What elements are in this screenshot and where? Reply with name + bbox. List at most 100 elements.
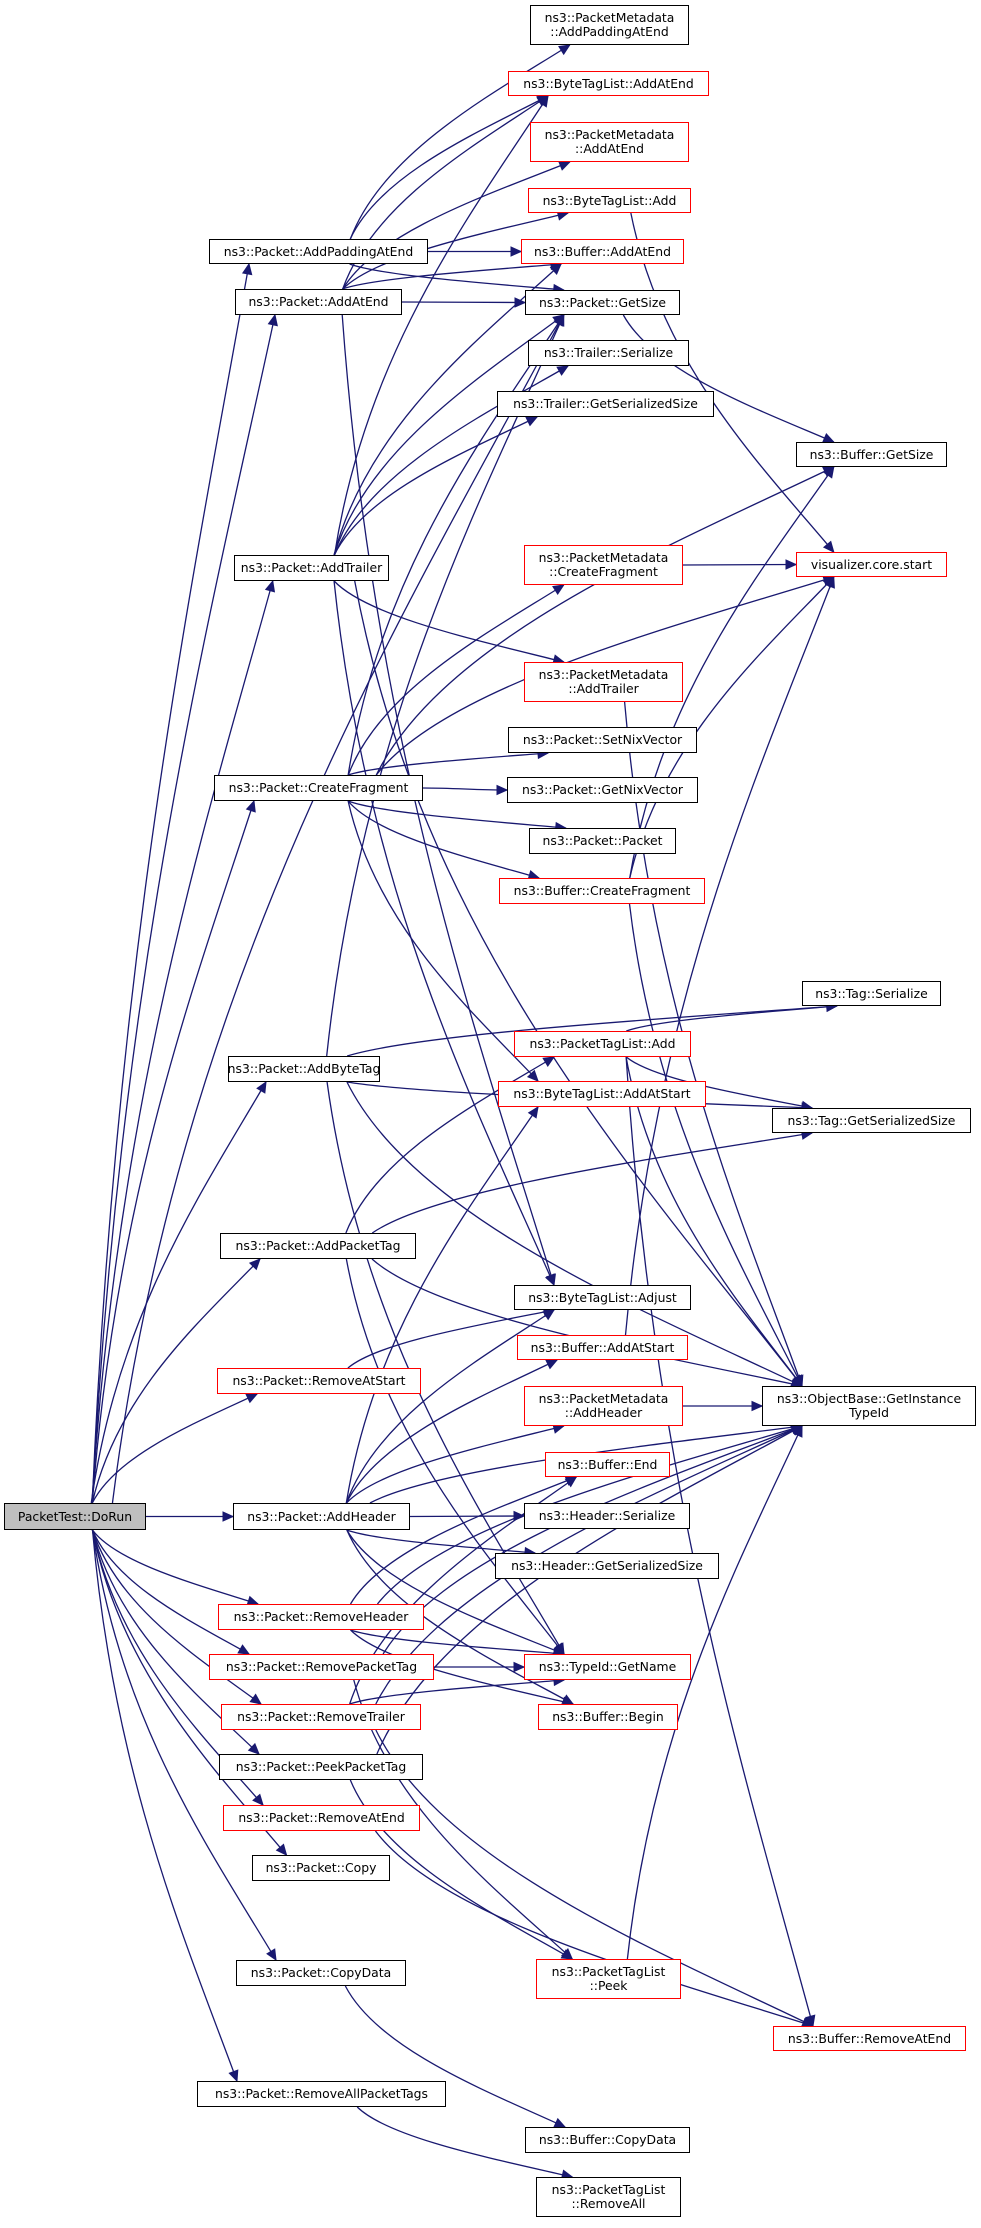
arrowhead-icon bbox=[264, 579, 276, 593]
node-ptl-peek[interactable]: ns3::PacketTagList::Peek bbox=[536, 1959, 681, 1999]
node-p-copy[interactable]: ns3::Packet::Copy bbox=[252, 1855, 390, 1881]
node-label: ns3::PacketMetadata bbox=[544, 127, 675, 142]
node-btl-add[interactable]: ns3::ByteTagList::Add bbox=[528, 188, 691, 213]
edge-p-addatend-to-pm-addatend bbox=[342, 161, 570, 290]
node-p-addtrailer[interactable]: ns3::Packet::AddTrailer bbox=[234, 555, 389, 581]
node-p-getnixvector[interactable]: ns3::Packet::GetNixVector bbox=[507, 777, 698, 803]
edge-buf-createfragment-to-buf-getsize bbox=[629, 466, 835, 879]
edge-p-addatend-to-p-getsize bbox=[401, 301, 526, 304]
node-p-removeallpackettags[interactable]: ns3::Packet::RemoveAllPacketTags bbox=[197, 2081, 446, 2107]
node-p-getsize[interactable]: ns3::Packet::GetSize bbox=[525, 290, 680, 315]
node-p-removeatend[interactable]: ns3::Packet::RemoveAtEnd bbox=[223, 1805, 420, 1831]
node-typeid-getname[interactable]: ns3::TypeId::GetName bbox=[524, 1654, 691, 1680]
node-p-copydata[interactable]: ns3::Packet::CopyData bbox=[236, 1960, 406, 1986]
node-pm-addpaddingatend[interactable]: ns3::PacketMetadata::AddPaddingAtEnd bbox=[530, 5, 689, 45]
node-p-createfragment[interactable]: ns3::Packet::CreateFragment bbox=[214, 775, 423, 801]
node-p-peekpackettag[interactable]: ns3::Packet::PeekPacketTag bbox=[219, 1754, 423, 1780]
node-btl-addatend[interactable]: ns3::ByteTagList::AddAtEnd bbox=[508, 71, 709, 96]
edge-dorun-to-p-copydata bbox=[91, 1529, 277, 1961]
node-buf-end[interactable]: ns3::Buffer::End bbox=[545, 1452, 670, 1477]
edge-dorun-to-p-addbytetag bbox=[90, 1081, 267, 1504]
arrowhead-icon bbox=[249, 1693, 262, 1705]
edge-dorun-to-p-removeatstart bbox=[91, 1393, 258, 1504]
arrowhead-icon bbox=[266, 1948, 277, 1962]
node-tag-serialize[interactable]: ns3::Tag::Serialize bbox=[802, 981, 941, 1006]
node-p-addatend[interactable]: ns3::Packet::AddAtEnd bbox=[235, 289, 402, 315]
node-hdr-serialize[interactable]: ns3::Header::Serialize bbox=[524, 1503, 690, 1529]
node-buf-removeatend[interactable]: ns3::Buffer::RemoveAtEnd bbox=[773, 2026, 966, 2051]
node-label: ns3::Packet::RemoveAllPacketTags bbox=[214, 2086, 429, 2101]
node-ptl-add[interactable]: ns3::PacketTagList::Add bbox=[514, 1031, 691, 1057]
node-label: ns3::Packet::Copy bbox=[265, 1860, 377, 1875]
arrowhead-icon bbox=[247, 1742, 260, 1755]
node-label: ns3::Tag::Serialize bbox=[815, 985, 928, 1001]
node-label: ns3::Header::GetSerializedSize bbox=[511, 1558, 703, 1573]
node-btl-addatstart[interactable]: ns3::ByteTagList::AddAtStart bbox=[498, 1081, 706, 1107]
node-p-removeheader[interactable]: ns3::Packet::RemoveHeader bbox=[218, 1604, 424, 1630]
edge-p-addpackettag-to-ob-getinstancetypeid bbox=[371, 1258, 803, 1387]
node-pm-createfragment[interactable]: ns3::PacketMetadata::CreateFragment bbox=[524, 545, 683, 585]
arrowhead-icon bbox=[544, 1273, 555, 1287]
node-buf-copydata[interactable]: ns3::Buffer::CopyData bbox=[525, 2127, 690, 2153]
arrowhead-icon bbox=[275, 1843, 288, 1856]
node-p-setnixvector[interactable]: ns3::Packet::SetNixVector bbox=[508, 727, 697, 753]
node-label: ns3::Packet::RemoveTrailer bbox=[237, 1709, 405, 1724]
arrowhead-icon bbox=[751, 1400, 764, 1412]
edge-ptl-add-to-buf-removeatend bbox=[625, 1056, 814, 2027]
arrowhead-icon bbox=[241, 262, 253, 276]
node-btl-adjust[interactable]: ns3::ByteTagList::Adjust bbox=[514, 1285, 691, 1310]
node-label: ns3::PacketMetadata bbox=[538, 667, 669, 682]
node-label: ns3::PacketMetadata bbox=[538, 550, 669, 565]
node-tr-getserializedsize[interactable]: ns3::Trailer::GetSerializedSize bbox=[497, 391, 714, 417]
edge-p-addatend-to-btl-add bbox=[342, 212, 569, 290]
node-hdr-getserializedsize[interactable]: ns3::Header::GetSerializedSize bbox=[495, 1553, 719, 1579]
edge-dorun-to-p-createfragment bbox=[91, 800, 255, 1504]
edge-btl-add-to-vis-start bbox=[630, 212, 835, 553]
node-p-removepackettag[interactable]: ns3::Packet::RemovePacketTag bbox=[209, 1654, 434, 1680]
node-pm-addatend[interactable]: ns3::PacketMetadata::AddAtEnd bbox=[530, 122, 689, 162]
node-label: ns3::Buffer::CreateFragment bbox=[513, 883, 691, 898]
edge-p-createfragment-to-vis-start bbox=[375, 576, 834, 776]
edge-p-removetrailer-to-typeid-getname bbox=[349, 1679, 565, 1705]
node-p-removetrailer[interactable]: ns3::Packet::RemoveTrailer bbox=[221, 1704, 421, 1730]
edge-p-addheader-to-hdr-serialize bbox=[409, 1515, 525, 1518]
edge-p-createfragment-to-buf-getsize bbox=[375, 466, 835, 776]
node-p-addpaddingatend[interactable]: ns3::Packet::AddPaddingAtEnd bbox=[209, 239, 428, 264]
arrowhead-icon bbox=[542, 1056, 556, 1067]
arrowhead-icon bbox=[554, 313, 565, 327]
edge-p-removeheader-to-buf-begin bbox=[350, 1629, 574, 1705]
node-buf-createfragment[interactable]: ns3::Buffer::CreateFragment bbox=[499, 878, 705, 904]
edge-p-createfragment-to-p-setnixvector bbox=[347, 752, 549, 776]
node-label: ns3::PacketMetadata bbox=[538, 1391, 669, 1406]
edge-dorun-to-p-getsize bbox=[111, 314, 565, 1504]
node-p-addpackettag[interactable]: ns3::Packet::AddPacketTag bbox=[220, 1233, 416, 1259]
edge-p-addheader-to-btl-adjust bbox=[345, 1309, 555, 1504]
node-label: ns3::Packet::AddByteTag bbox=[227, 1061, 381, 1076]
node-pm-addheader[interactable]: ns3::PacketMetadata::AddHeader bbox=[524, 1386, 683, 1426]
node-pm-addtrailer[interactable]: ns3::PacketMetadata::AddTrailer bbox=[524, 662, 683, 702]
node-tag-getserializedsize[interactable]: ns3::Tag::GetSerializedSize bbox=[772, 1108, 971, 1133]
node-tr-serialize[interactable]: ns3::Trailer::Serialize bbox=[528, 340, 689, 366]
edge-p-getsize-to-buf-getsize bbox=[622, 314, 835, 443]
edge-dorun-to-p-removetrailer bbox=[91, 1529, 262, 1705]
node-buf-getsize[interactable]: ns3::Buffer::GetSize bbox=[796, 442, 947, 467]
arrowhead-icon bbox=[564, 1476, 578, 1488]
node-buf-begin[interactable]: ns3::Buffer::Begin bbox=[538, 1704, 678, 1730]
node-label: ::RemoveAll bbox=[571, 2196, 646, 2211]
node-buf-addatend[interactable]: ns3::Buffer::AddAtEnd bbox=[521, 239, 684, 264]
node-label: ::CreateFragment bbox=[549, 564, 658, 579]
arrowhead-icon bbox=[513, 1661, 526, 1673]
arrowhead-icon bbox=[248, 1258, 261, 1271]
node-p-addbytetag[interactable]: ns3::Packet::AddByteTag bbox=[228, 1056, 380, 1082]
node-buf-addatstart[interactable]: ns3::Buffer::AddAtStart bbox=[517, 1335, 688, 1360]
node-p-removeatstart[interactable]: ns3::Packet::RemoveAtStart bbox=[217, 1368, 421, 1394]
node-p-addheader[interactable]: ns3::Packet::AddHeader bbox=[233, 1503, 410, 1530]
node-p-packet[interactable]: ns3::Packet::Packet bbox=[529, 828, 676, 854]
edge-p-addpaddingatend-to-pm-addpaddingatend bbox=[349, 44, 571, 240]
node-label: ns3::Packet::GetNixVector bbox=[521, 782, 684, 797]
node-vis-start[interactable]: visualizer.core.start bbox=[796, 552, 947, 577]
arrowhead-icon bbox=[228, 2069, 239, 2083]
node-ptl-removeall[interactable]: ns3::PacketTagList::RemoveAll bbox=[536, 2177, 681, 2217]
